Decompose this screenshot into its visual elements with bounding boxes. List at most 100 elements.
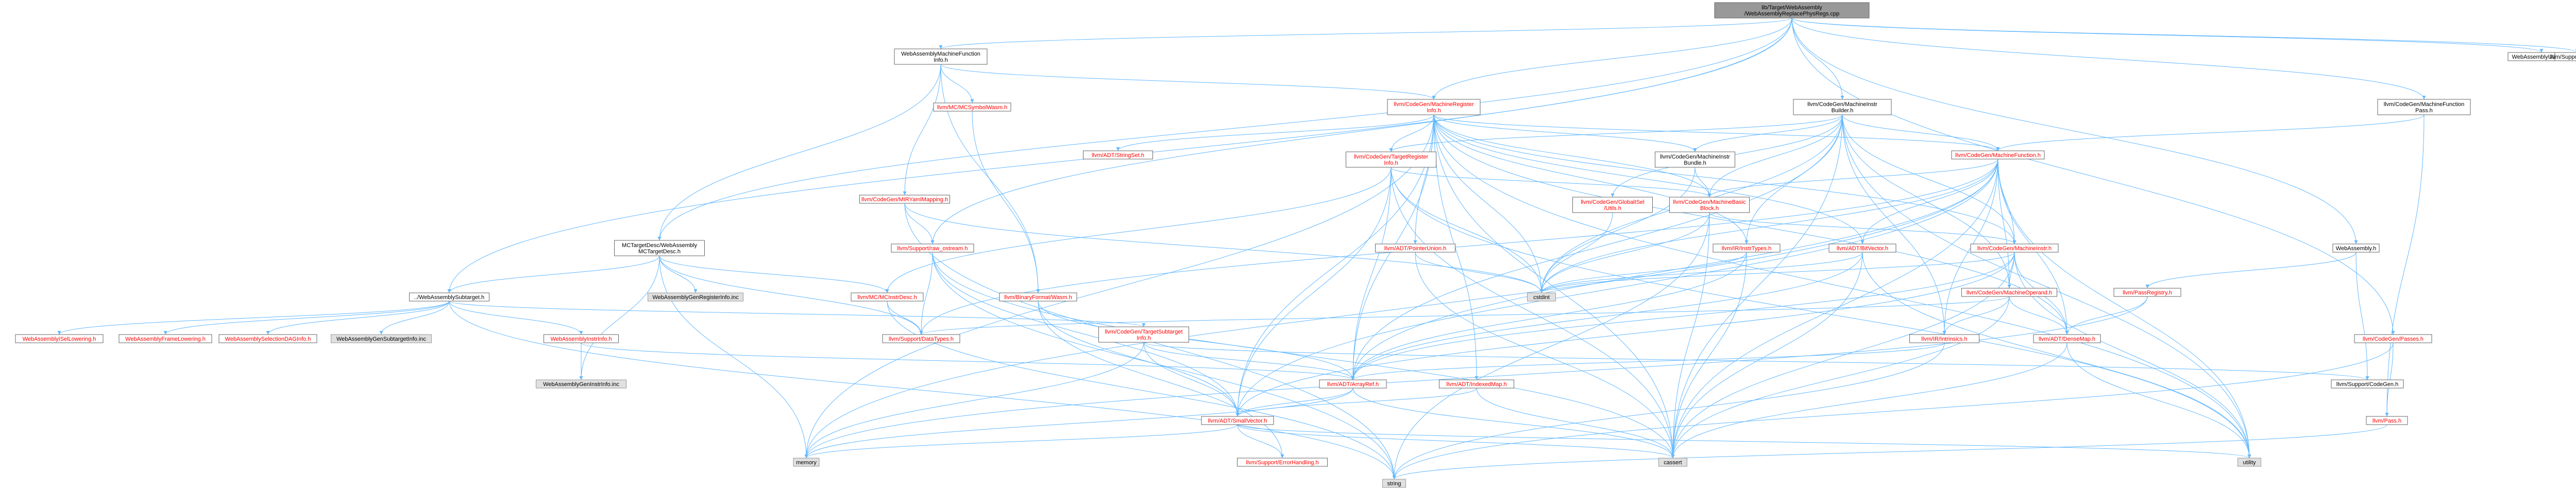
edge-tsi-to-arrayref [1143,342,1355,380]
node-llvm-adt-densemap-h[interactable]: llvm/ADT/DenseMap.h [2033,334,2101,343]
node-llvm-codegen-machinefunction-h[interactable]: llvm/CodeGen/MachineFunction.h [1951,150,2045,160]
node-llvm-adt-indexedmap-h[interactable]: llvm/ADT/IndexedMap.h [1439,379,1514,389]
edge-mcdesc-to-reginfo [659,255,698,293]
node-label: llvm/ADT/DenseMap.h [2039,336,2095,342]
edge-subtarget-to-gensub [379,301,450,335]
node-label: memory [796,460,817,466]
edge-tri-to-arrayref [1351,167,1392,380]
node-webassemblyisellowering-h[interactable]: WebAssemblyISelLowering.h [15,334,104,343]
node-webassembly-h[interactable]: WebAssembly.h [2332,243,2380,253]
edge-rawos-to-datatypes [919,252,933,335]
edge-tsi-to-codegen [1143,342,2369,380]
node-llvm-support-raw-ostream-h[interactable]: llvm/Support/raw_ostream.h [891,243,974,253]
edge-mfp-to-pass [2385,114,2425,417]
node-box [1793,99,1892,115]
node-box [933,102,1011,112]
edge-root-to-debug [1791,18,2576,52]
node-label: llvm/CodeGen/GlobalISel [1581,199,1645,205]
node-label: llvm/ADT/IndexedMap.h [1446,381,1506,388]
node-box [2366,416,2408,425]
node-llvm-pass-h[interactable]: llvm/Pass.h [2366,416,2408,425]
node-llvm-codegen-passes-h[interactable]: llvm/CodeGen/Passes.h [2354,334,2432,343]
node-llvm-codegen-machineinstr-h[interactable]: llvm/CodeGen/MachineInstr.h [1970,243,2059,253]
node-llvm-codegen-globalisel-utils-h[interactable]: llvm/CodeGen/GlobalISel/Utils.h [1572,197,1653,213]
node-label: WebAssemblyInstrInfo.h [550,336,612,342]
edge-cgmri-to-bitvec [1433,114,1865,244]
edge-rawos-to-string [932,252,1396,480]
edge-subtarget-to-instrinfo [449,301,583,335]
edge-cgmri-to-mi [1433,114,2016,244]
edge-rawos-to-smallvec [932,252,1240,417]
edge-smallvec-to-memory [804,424,1238,459]
edge-root-to-mib [1791,18,1844,100]
node-label: llvm/CodeGen/TargetSubtarget [1105,329,1182,335]
node-llvm-adt-stringset-h[interactable]: llvm/ADT/StringSet.h [1083,150,1153,160]
node-box [793,458,820,467]
node-box [614,240,705,256]
edge-densemap-to-utility [2066,342,2251,459]
node-llvm-support-errorhandling-h[interactable]: llvm/Support/ErrorHandling.h [1237,458,1328,467]
node-llvm-support-codegen-h[interactable]: llvm/Support/CodeGen.h [2331,379,2404,389]
edge-yaml-to-cstdint [904,203,1544,293]
node-label: llvm/CodeGen/MachineInstr.h [1977,246,2052,252]
edge-mib-to-mi [1842,114,2016,244]
node-label: llvm/CodeGen/MachineFunction.h [1955,152,2041,159]
node-llvm-codegen-machineoperand-h[interactable]: llvm/CodeGen/MachineOperand.h [1961,288,2057,297]
edge-irtypes-to-cstdint [1539,252,1747,293]
node-label: WebAssemblySelectionDAGInfo.h [225,336,311,342]
node-llvm-ir-intrinsics-h[interactable]: llvm/IR/Intrinsics.h [1909,334,1979,343]
node-llvm-mc-mcinstrdesc-h[interactable]: llvm/MC/MCInstrDesc.h [851,292,924,302]
edge-bitvec-to-utility [1862,252,2251,459]
node-llvm-adt-smallvector-h[interactable]: llvm/ADT/SmallVector.h [1201,416,1274,425]
node-llvm-codegen-miryamlmapping-h[interactable]: llvm/CodeGen/MIRYamlMapping.h [859,195,950,204]
edge-wamfi-to-yaml [903,64,941,196]
node-llvm-mc-mcsymbolwasm-h[interactable]: llvm/MC/MCSymbolWasm.h [933,102,1011,112]
node-webassemblyinstrinfo-h[interactable]: WebAssemblyInstrInfo.h [544,334,619,343]
node-llvm-support-debug-h[interactable]: llvm/Support/Debug.h [2550,52,2576,61]
edge-bitvec-to-arrayref [1351,252,1863,380]
node-label: llvm/Support/DataTypes.h [889,336,954,342]
node-lib-target-webassembly-webassemblyreplacephysregs-cpp[interactable]: lib/Target/WebAssembly/WebAssemblyReplac… [1714,2,1870,19]
node-label: llvm/ADT/BitVector.h [1837,246,1888,252]
node-label: WebAssemblyMachineFunction [901,51,980,57]
node-llvm-adt-pointerunion-h[interactable]: llvm/ADT/PointerUnion.h [1375,243,1455,253]
edge-mib-to-mo [1842,114,2011,289]
node-label: lib/Target/WebAssembly [1761,5,1822,11]
node-llvm-adt-arrayref-h[interactable]: llvm/ADT/ArrayRef.h [1319,379,1387,389]
node-llvm-ir-instrtypes-h[interactable]: llvm/IR/InstrTypes.h [1713,243,1781,253]
node-box [999,292,1077,302]
node-label: llvm/CodeGen/MachineOperand.h [1967,290,2052,296]
edge-cgmri-to-mf [1433,114,2000,151]
edge-passes-to-string [1392,342,2394,480]
node-label: WebAssemblyISelLowering.h [23,336,96,342]
node-llvm-binaryformat-wasm-h[interactable]: llvm/BinaryFormat/Wasm.h [999,292,1077,302]
node-webassemblysubtarget-h[interactable]: ../WebAssemblySubtarget.h [409,292,489,302]
node-box [1527,292,1556,302]
edge-intrinsics-to-string [1392,342,1945,480]
node-webassemblyframelowering-h[interactable]: WebAssemblyFrameLowering.h [118,334,212,343]
node-label: llvm/IR/Intrinsics.h [1921,336,1967,342]
edge-mi-to-cstdint [1539,252,2015,293]
edge-mbb-to-cassert [1671,212,1710,459]
node-box [1346,151,1436,168]
node-box [2332,243,2380,253]
node-webassemblyselectiondaginfo-h[interactable]: WebAssemblySelectionDAGInfo.h [218,334,317,343]
edge-instrinfo-to-arrayref [581,342,1355,380]
edge-bitvec-to-cassert [1671,252,1863,459]
node-label: cassert [1664,460,1682,466]
node-llvm-passregistry-h[interactable]: llvm/PassRegistry.h [2113,288,2181,297]
edge-mbb-to-cstdint [1539,212,1710,293]
node-label: llvm/BinaryFormat/Wasm.h [1004,294,1072,301]
node-llvm-support-datatypes-h[interactable]: llvm/Support/DataTypes.h [882,334,960,343]
node-llvm-adt-bitvector-h[interactable]: llvm/ADT/BitVector.h [1828,243,1896,253]
node-box [1572,197,1653,213]
